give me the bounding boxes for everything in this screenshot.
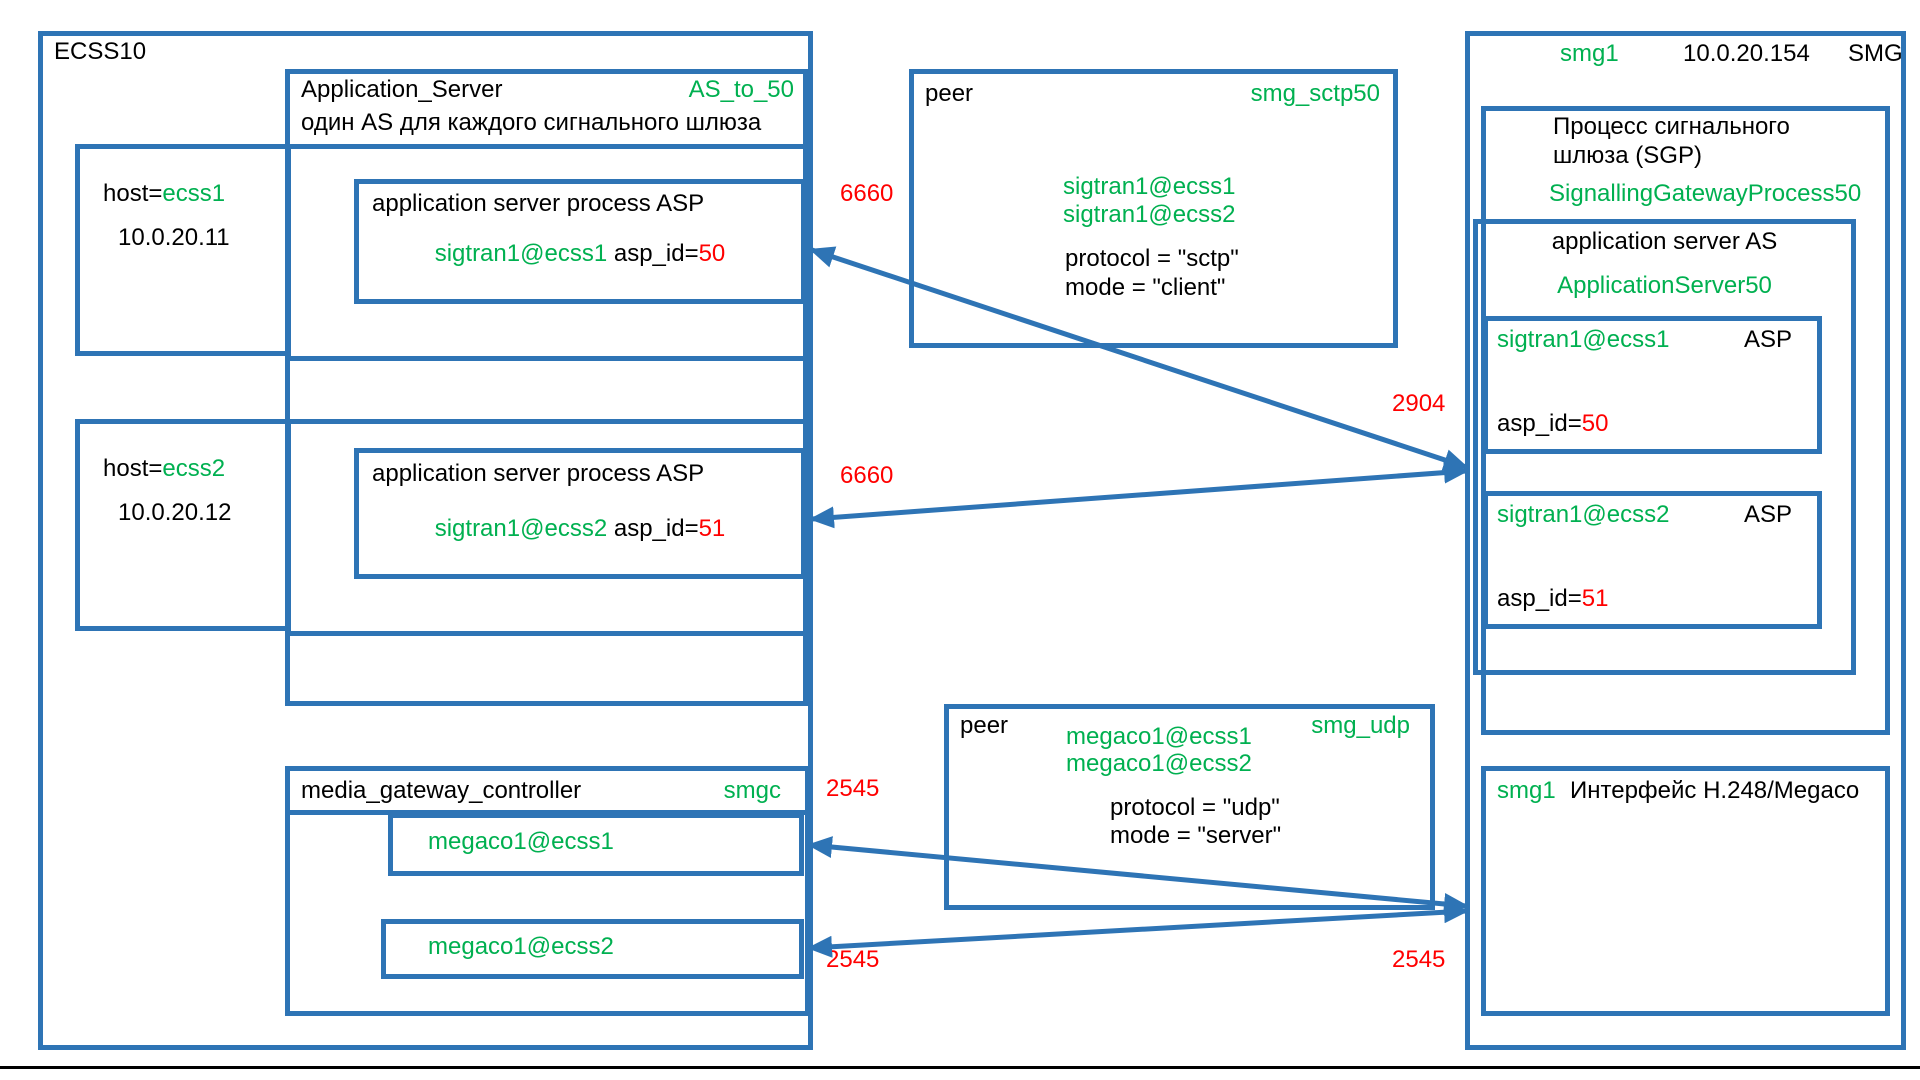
smg-asp2-role: ASP <box>1744 501 1793 528</box>
megaco-ecss1-label: megaco1@ecss1 <box>428 828 614 855</box>
application-server-box <box>285 69 808 706</box>
port-label-udp-mgc1: 2545 <box>826 775 880 802</box>
asp-process-2-account-line: sigtran1@ecss2 asp_id=51 <box>354 515 806 544</box>
smg-ip: 10.0.20.154 <box>1683 40 1810 67</box>
smg-as-box <box>1473 219 1856 675</box>
smg-title: SMG <box>1848 40 1903 67</box>
smg-asp2-box <box>1483 491 1822 629</box>
bottom-border-line <box>0 1066 1920 1069</box>
host-ecss2-name: ecss2 <box>162 455 226 482</box>
sgp-title: Процесс сигнального шлюза (SGP) <box>1553 113 1790 169</box>
smg-name: smg1 <box>1560 40 1619 67</box>
peer-udp-tag: smg_udp <box>1311 712 1410 739</box>
host-ecss2-box <box>75 419 291 631</box>
application-server-tag: AS_to_50 <box>688 76 794 103</box>
asp-process-2-title: application server process ASP <box>372 460 705 487</box>
megaco-ecss2-box <box>381 919 804 979</box>
peer-udp-title: peer <box>960 712 1009 739</box>
asp-process-2-box <box>354 448 806 579</box>
smg-asp2-account: sigtran1@ecss2 <box>1497 501 1670 528</box>
smg-asp1-aspid-line: asp_id=50 <box>1497 410 1608 439</box>
host-ecss2-label: host=ecss2 <box>103 455 225 484</box>
ecss10-box <box>38 31 813 1050</box>
smg-asp2-aspid-label: asp_id= <box>1497 585 1582 612</box>
smg-asp1-aspid: 50 <box>1581 410 1609 437</box>
asp-process-1-box <box>354 179 806 304</box>
megaco-ecss1-box <box>388 813 804 876</box>
as-separator-2 <box>285 356 808 361</box>
asp-process-2-aspid-label: asp_id= <box>607 515 699 542</box>
asp-process-1-aspid-label: asp_id= <box>607 240 699 267</box>
port-label-sctp-sgp: 2904 <box>1392 390 1446 417</box>
as-separator-4 <box>285 631 808 636</box>
mgc-separator <box>285 810 810 815</box>
smg-box <box>1465 31 1906 1050</box>
asp-process-1-account: sigtran1@ecss1 <box>434 240 608 267</box>
port-label-udp-smg: 2545 <box>1392 946 1446 973</box>
peer-udp-account-2: megaco1@ecss2 <box>1066 750 1252 777</box>
asp-process-1-aspid: 50 <box>698 240 726 267</box>
as-separator-3 <box>285 419 808 424</box>
host-ecss2-ip: 10.0.20.12 <box>118 499 232 526</box>
host-ecss1-label: host=ecss1 <box>103 180 225 209</box>
peer-udp-protocol: protocol = "udp" <box>1110 794 1280 821</box>
ecss10-title: ECSS10 <box>54 38 147 65</box>
host-ecss2-prefix: host= <box>103 455 163 482</box>
peer-udp-mode: mode = "server" <box>1110 822 1282 849</box>
smg-asp2-aspid: 51 <box>1581 585 1609 612</box>
application-server-title: Application_Server <box>301 76 503 103</box>
smg-as-title: application server AS <box>1551 228 1778 255</box>
port-label-sctp-asp2: 6660 <box>840 462 894 489</box>
peer-sctp-tag: smg_sctp50 <box>1250 80 1380 107</box>
smg-asp1-aspid-label: asp_id= <box>1497 410 1582 437</box>
smg-megaco-title: Интерфейс H.248/Megaco <box>1570 777 1860 804</box>
smg-asp1-role: ASP <box>1744 326 1793 353</box>
port-label-udp-mgc2: 2545 <box>826 946 880 973</box>
asp-process-2-account: sigtran1@ecss2 <box>434 515 608 542</box>
smg-asp1-account: sigtran1@ecss1 <box>1497 326 1670 353</box>
port-label-sctp-asp1: 6660 <box>840 180 894 207</box>
asp-process-1-title: application server process ASP <box>372 190 705 217</box>
mgc-title: media_gateway_controller <box>301 777 582 804</box>
peer-sctp-account-2: sigtran1@ecss2 <box>1063 201 1236 228</box>
as-separator-1 <box>285 144 808 149</box>
application-server-subtitle: один AS для каждого сигнального шлюза <box>301 109 762 136</box>
smg-as-name: ApplicationServer50 <box>1557 272 1772 299</box>
host-ecss1-name: ecss1 <box>162 180 226 207</box>
host-ecss1-box <box>75 144 291 356</box>
asp-process-1-account-line: sigtran1@ecss1 asp_id=50 <box>354 240 806 269</box>
peer-udp-account-1: megaco1@ecss1 <box>1066 723 1252 750</box>
sgp-process-name: SignallingGatewayProcess50 <box>1549 180 1862 207</box>
peer-sctp-protocol: protocol = "sctp" <box>1065 245 1239 272</box>
smg-asp1-box <box>1483 316 1822 454</box>
peer-sctp-account-1: sigtran1@ecss1 <box>1063 173 1236 200</box>
smg-megaco-name: smg1 <box>1497 777 1556 804</box>
peer-sctp-title: peer <box>925 80 974 107</box>
mgc-tag: smgc <box>723 777 781 804</box>
smg-megaco-box <box>1481 766 1890 1016</box>
asp-process-2-aspid: 51 <box>698 515 726 542</box>
host-ecss1-prefix: host= <box>103 180 163 207</box>
arrow-sctp-asp2-to-sgp <box>809 461 1469 529</box>
host-ecss1-ip: 10.0.20.11 <box>118 224 230 251</box>
megaco-ecss2-label: megaco1@ecss2 <box>428 933 614 960</box>
peer-sctp-mode: mode = "client" <box>1065 274 1226 301</box>
arrow-udp-megaco2-to-smg <box>807 901 1469 958</box>
smg-asp2-aspid-line: asp_id=51 <box>1497 585 1608 614</box>
